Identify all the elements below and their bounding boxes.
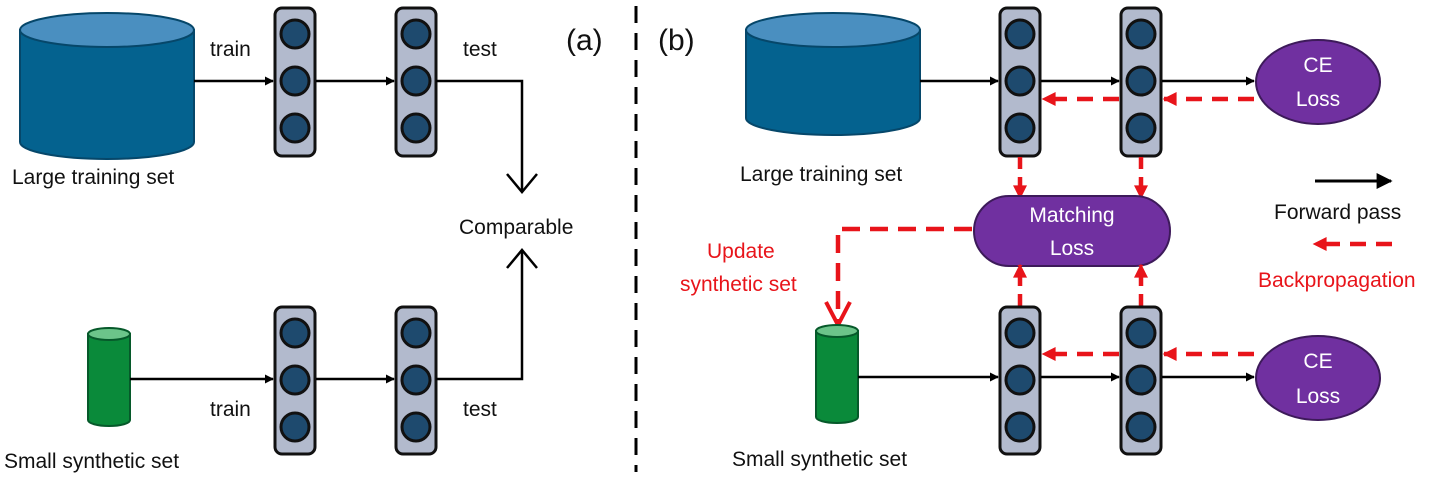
network-a-top-1 (273, 6, 317, 158)
panel-a: Large training set train test Comparable… (4, 6, 603, 473)
arrow-a-test-top (436, 79, 524, 190)
network-a-top-2 (394, 6, 438, 158)
network-b-bottom-2 (1119, 305, 1163, 456)
small-synthetic-set-cylinder (87, 327, 131, 427)
small-synthetic-set-cylinder-b (815, 324, 859, 424)
legend: Forward pass Backpropagation (1258, 173, 1416, 292)
train-label-top: train (210, 38, 251, 61)
small-synthetic-set-label: Small synthetic set (4, 450, 179, 473)
network-b-top-2 (1119, 6, 1163, 158)
legend-backprop-label: Backpropagation (1258, 269, 1416, 292)
update-label-line2: synthetic set (680, 273, 797, 296)
legend-forward-label: Forward pass (1274, 201, 1401, 224)
ce-loss-top: CE Loss (1255, 39, 1381, 125)
network-b-top-1 (998, 6, 1042, 158)
arrow-a-test-top-head (506, 173, 538, 194)
train-label-bottom: train (210, 398, 251, 421)
large-training-set-cylinder (19, 12, 195, 160)
arrow-a-test-bottom (436, 252, 524, 381)
matching-loss-line2: Loss (1050, 237, 1094, 260)
large-training-set-label: Large training set (12, 166, 174, 189)
network-a-bottom-1 (273, 305, 317, 456)
test-label-top: test (463, 38, 497, 61)
arrow-b-update-synthetic (835, 226, 972, 323)
matching-loss-line1: Matching (1029, 204, 1114, 227)
arrow-a-test-bottom-head (506, 248, 538, 269)
comparable-label: Comparable (459, 216, 573, 239)
panel-b-tag: (b) (658, 24, 695, 57)
large-training-set-cylinder-b (745, 12, 921, 136)
panel-b: (b) Large training set CE Loss (658, 6, 1416, 471)
ce-loss-top-line1: CE (1303, 54, 1332, 77)
panel-a-tag: (a) (566, 24, 603, 57)
test-label-bottom: test (463, 398, 497, 421)
ce-loss-top-line2: Loss (1296, 88, 1340, 111)
ce-loss-bottom: CE Loss (1255, 335, 1381, 421)
matching-loss: Matching Loss (973, 195, 1171, 267)
ce-loss-bottom-line1: CE (1303, 350, 1332, 373)
ce-loss-bottom-line2: Loss (1296, 385, 1340, 408)
large-training-set-label-b: Large training set (740, 163, 902, 186)
network-b-bottom-1 (998, 305, 1042, 456)
small-synthetic-set-label-b: Small synthetic set (732, 448, 907, 471)
update-label-line1: Update (707, 240, 775, 263)
network-a-bottom-2 (394, 305, 438, 456)
